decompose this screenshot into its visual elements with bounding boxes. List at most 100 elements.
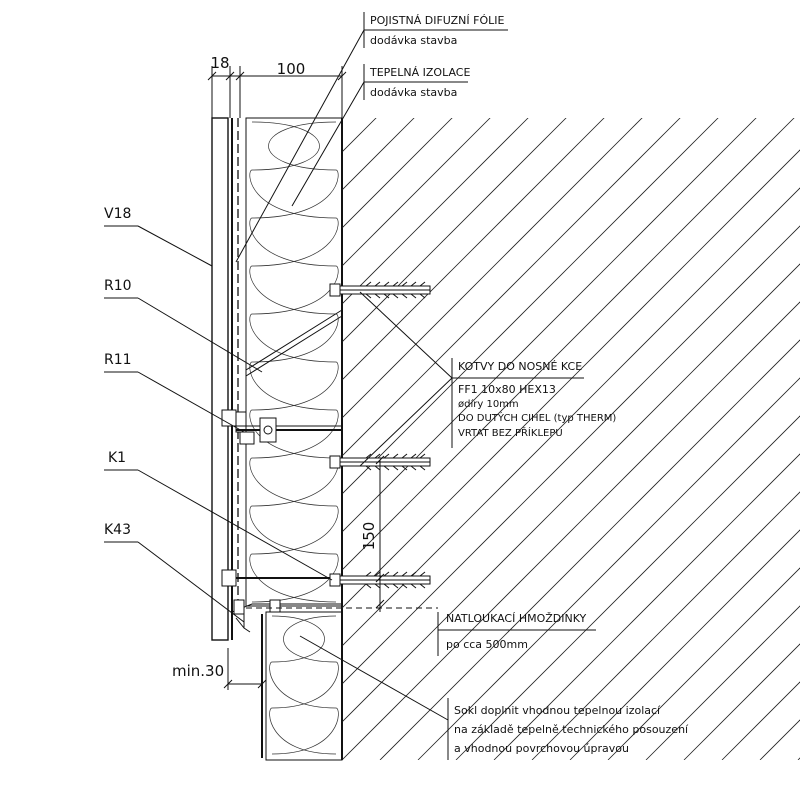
anchor-barb xyxy=(419,281,426,299)
hatch-line xyxy=(417,377,800,760)
hatch-line xyxy=(342,118,643,419)
dowels-spacing: po cca 500mm xyxy=(446,638,528,651)
insulation-batt-line xyxy=(269,615,339,755)
wall-hatching xyxy=(0,100,800,760)
anchors-drill: ødíry 10mm xyxy=(458,398,519,410)
insulation-batt-line xyxy=(269,615,339,755)
hatch-line xyxy=(0,100,128,760)
plinth-note-line2: na základě tepelně technického posouzení xyxy=(454,723,689,736)
dowels-title: NATLOUKACÍ HMOŽDINKY xyxy=(446,612,587,625)
cladding-panel-v18 xyxy=(211,117,229,641)
callout-insulation: TEPELNÁ IZOLACE dodávka stavba xyxy=(291,64,470,207)
anchor-barb xyxy=(410,281,417,299)
dimension-top: 18 100 xyxy=(207,54,347,118)
label-v18: V18 xyxy=(104,206,213,267)
anchor-barb xyxy=(383,281,390,299)
hatch-line xyxy=(342,301,800,760)
dimension-panel-18: 18 xyxy=(210,54,229,72)
hatch-line xyxy=(0,100,242,760)
hatch-line xyxy=(759,719,800,760)
hatch-line xyxy=(455,415,800,760)
hatch-line xyxy=(342,118,605,381)
hatch-line xyxy=(645,605,800,760)
hatch-line xyxy=(493,453,800,760)
hatch-line xyxy=(342,263,800,723)
label-r10: R10 xyxy=(104,278,263,373)
anchor-barb xyxy=(374,453,381,471)
masonry-wall xyxy=(0,100,800,760)
anchor-ff1-upper xyxy=(329,281,431,299)
plinth-note-line3: a vhodnou povrchovou úpravou xyxy=(454,742,629,755)
hatch-line xyxy=(342,187,800,647)
label-k43: K43 xyxy=(104,522,245,623)
anchor-head xyxy=(329,283,341,297)
hatch-line xyxy=(342,118,757,533)
hatch-line xyxy=(0,100,14,760)
dimension-spacing-150: 150 xyxy=(360,522,378,551)
hatch-line xyxy=(569,529,800,760)
dimension-gap-min30: min.30 xyxy=(172,662,224,680)
anchor-barb xyxy=(374,281,381,299)
thermal-insulation-plinth xyxy=(261,611,343,761)
anchors-spec: FF1 10x80 HEX13 xyxy=(458,383,556,396)
anchor-barb xyxy=(401,571,408,589)
anchor-ff1-middle xyxy=(329,453,431,471)
insulation-title: TEPELNÁ IZOLACE xyxy=(369,66,470,79)
callout-anchors: KOTVY DO NOSNÉ KCE FF1 10x80 HEX13 ødíry… xyxy=(359,291,616,467)
anchor-barb xyxy=(401,281,408,299)
anchors-drilling-note: VRTAT BEZ PŘÍKLEPU xyxy=(458,426,563,439)
anchor-barb xyxy=(365,453,372,471)
bracket-r11 xyxy=(221,409,342,445)
hatch-line xyxy=(342,118,529,305)
hatch-line xyxy=(342,118,719,495)
anchor-barb xyxy=(383,453,390,471)
anchor-barb xyxy=(383,571,390,589)
component-label-v18: V18 xyxy=(104,206,131,222)
bracket-r10 xyxy=(245,309,343,377)
dimension-insulation-100: 100 xyxy=(277,60,306,78)
bracket-k1 xyxy=(221,569,342,587)
membrane-supplier: dodávka stavba xyxy=(370,34,457,47)
hatch-line xyxy=(342,118,567,343)
anchor-barb xyxy=(374,571,381,589)
anchor-barb xyxy=(392,571,399,589)
anchor-barb xyxy=(419,571,426,589)
anchor-barb xyxy=(410,571,417,589)
label-r11: R11 xyxy=(104,352,245,433)
membrane-title: POJISTNÁ DIFUZNÍ FÓLIE xyxy=(370,14,504,27)
anchor-head xyxy=(329,455,341,469)
insulation-batt-line xyxy=(249,121,339,603)
hatch-line xyxy=(0,100,90,760)
hatch-line xyxy=(342,118,453,229)
insulation-supplier: dodávka stavba xyxy=(370,86,457,99)
hatch-line xyxy=(607,567,800,760)
callout-dowels: NATLOUKACÍ HMOŽDINKY po cca 500mm xyxy=(246,607,596,656)
anchors-material: DO DUTÝCH CIHEL (typ THERM) xyxy=(458,411,616,424)
callout-plinth: Sokl doplnit vhodnou tepelnou izolací na… xyxy=(299,635,689,760)
anchor-barb xyxy=(419,453,426,471)
component-label-k1: K1 xyxy=(108,450,126,466)
hatch-line xyxy=(342,118,795,571)
hatch-line xyxy=(0,100,166,760)
thermal-insulation-upper xyxy=(245,117,343,607)
component-label-r11: R11 xyxy=(104,352,132,368)
anchor-ff1-lower xyxy=(329,571,431,589)
anchor-barb xyxy=(365,571,372,589)
bracket-k43 xyxy=(233,599,281,629)
component-label-k43: K43 xyxy=(104,522,131,538)
hatch-line xyxy=(342,118,681,457)
anchor-barb xyxy=(365,281,372,299)
callout-membrane: POJISTNÁ DIFUZNÍ FÓLIE dodávka stavba xyxy=(235,12,508,263)
hatch-line xyxy=(342,149,800,609)
dimension-gap: min.30 xyxy=(172,648,267,690)
plinth-note-line1: Sokl doplnit vhodnou tepelnou izolací xyxy=(454,704,661,717)
hatch-line xyxy=(0,100,52,760)
label-k1: K1 xyxy=(104,450,333,581)
anchor-barb xyxy=(401,453,408,471)
hatch-line xyxy=(531,491,800,760)
anchors-title: KOTVY DO NOSNÉ KCE xyxy=(458,360,582,373)
hatch-line xyxy=(0,100,204,760)
insulation-pattern-upper xyxy=(249,121,339,603)
insulation-pattern-plinth xyxy=(269,615,339,755)
